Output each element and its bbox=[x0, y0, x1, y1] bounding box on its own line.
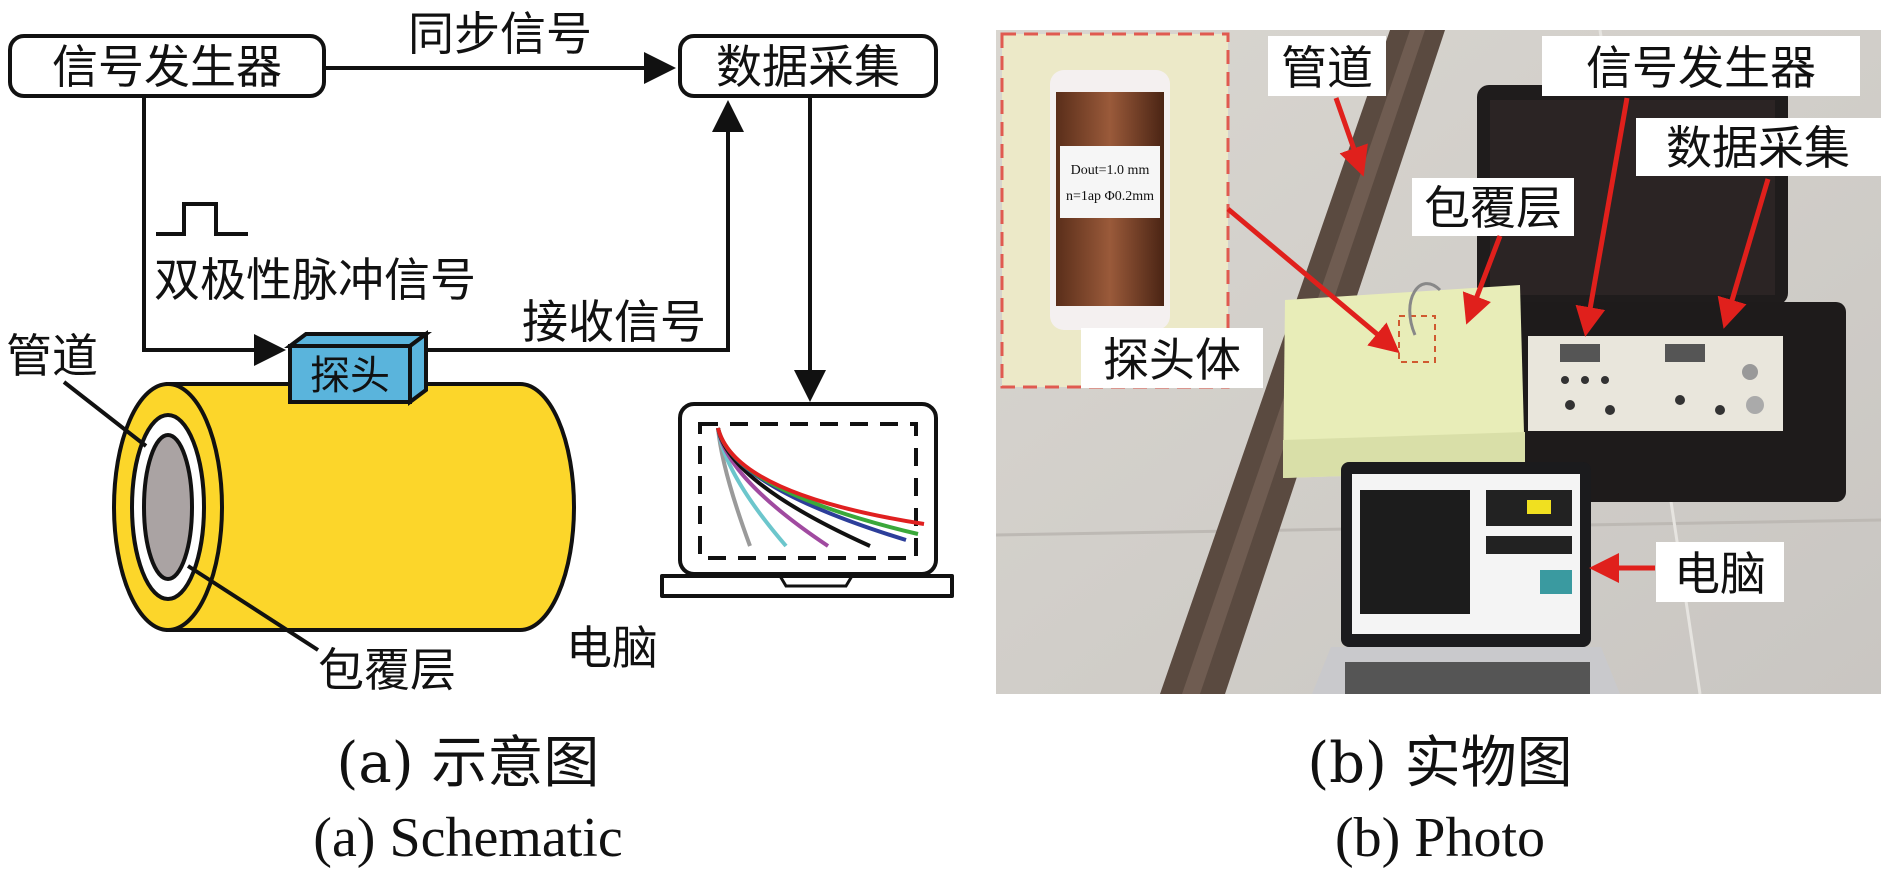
pipe-label: 管道 bbox=[6, 329, 98, 383]
computer-label: 电脑 bbox=[566, 621, 658, 675]
cladding-leader-line bbox=[186, 564, 320, 652]
signal-curve bbox=[716, 427, 925, 526]
caption-b-en: (b) Photo bbox=[1335, 807, 1545, 869]
pipe-cylinder bbox=[112, 382, 576, 632]
signal-generator-label: 信号发生器 bbox=[52, 40, 282, 94]
signal-generator-arrow bbox=[1575, 97, 1630, 337]
inset-coil-text-2: n=1ap Φ0.2mm bbox=[1066, 189, 1154, 204]
receive-signal-label: 接收信号 bbox=[522, 295, 706, 349]
photo-probe-body-label: 探头体 bbox=[1103, 333, 1241, 387]
receive-signal-line bbox=[414, 100, 744, 352]
photo-pipe-label: 管道 bbox=[1281, 41, 1373, 95]
cladding-label: 包覆层 bbox=[318, 643, 456, 697]
photo-cladding-foam bbox=[1283, 285, 1525, 478]
probe-box: 探头 bbox=[284, 330, 432, 406]
photo-cladding-label: 包覆层 bbox=[1424, 181, 1562, 235]
inset-coil-text-1: Dout=1.0 mm bbox=[1071, 163, 1150, 178]
laptop-icon bbox=[660, 402, 954, 598]
drive-signal-line bbox=[142, 96, 286, 366]
photo-image: Dout=1.0 mm n=1ap Φ0.2mm bbox=[996, 30, 1881, 694]
pipe-leader-line bbox=[62, 380, 148, 448]
signal-curves bbox=[716, 427, 925, 548]
probe-body-arrow bbox=[1226, 207, 1400, 354]
photo-computer-label: 电脑 bbox=[1674, 547, 1766, 601]
caption-a-en: (a) Schematic bbox=[313, 807, 622, 869]
data-acquisition-label: 数据采集 bbox=[716, 40, 900, 94]
photo-signal-generator-label: 信号发生器 bbox=[1586, 41, 1816, 95]
data-acquisition-arrow bbox=[1717, 178, 1771, 329]
pulse-waveform-icon bbox=[156, 202, 248, 236]
probe-label: 探头 bbox=[310, 353, 390, 399]
photo-panel: Dout=1.0 mm n=1ap Φ0.2mm 管道 信号发生器 数据采集 包… bbox=[996, 30, 1881, 869]
sync-signal-label: 同步信号 bbox=[408, 7, 592, 61]
pipe-arrow bbox=[1333, 97, 1368, 177]
schematic-panel: 信号发生器 同步信号 数据采集 双极性脉冲信号 接收信号 探头 管道 包覆层 bbox=[6, 7, 954, 869]
cladding-arrow bbox=[1462, 235, 1503, 325]
bipolar-pulse-label: 双极性脉冲信号 bbox=[154, 253, 476, 307]
caption-b-cn: (b) 实物图 bbox=[1307, 731, 1572, 796]
caption-a-cn: (a) 示意图 bbox=[337, 731, 600, 796]
photo-data-acquisition-label: 数据采集 bbox=[1666, 121, 1850, 175]
